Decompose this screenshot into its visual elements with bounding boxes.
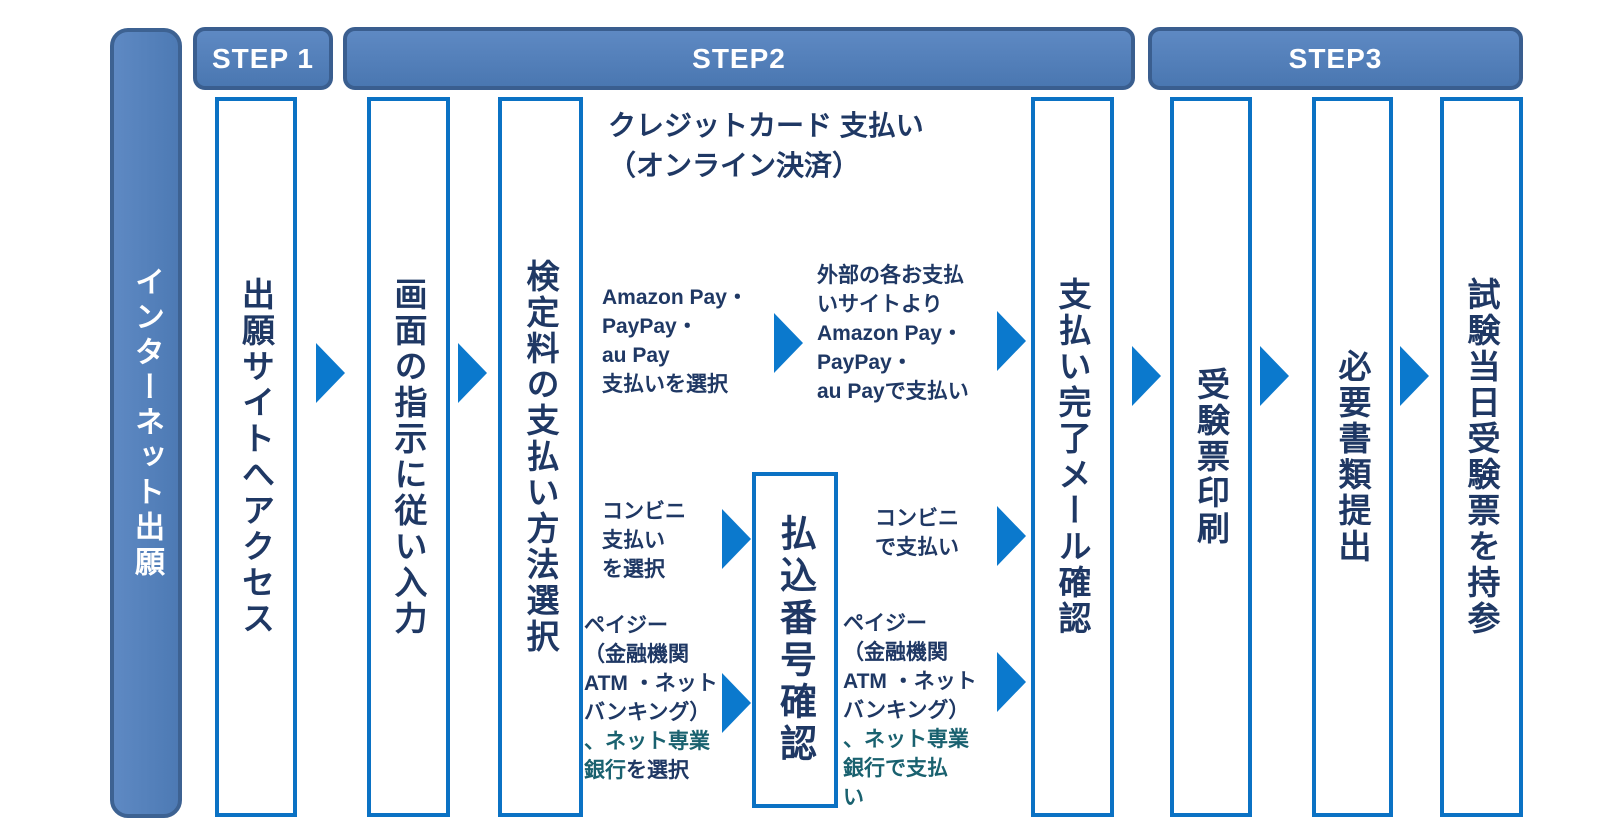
step3-label: STEP3 [1288,42,1383,74]
note-convenience-pay: コンビニ で支払い [875,504,959,562]
arrow-right-icon [722,509,751,569]
credit-card-payment-title-line1: クレジットカード 支払い [608,110,924,141]
sidebar-label: インターネット出願 [130,265,163,581]
note-line: ペイジー [584,614,668,637]
note-line: 支払い [602,529,665,552]
note-line: 銀行を選択 [584,756,718,785]
note-line: で支払い [875,536,959,559]
note-line: au Pay [602,344,670,367]
box-follow-screen-input-label: 画面の指示に従い入力 [390,277,427,637]
note-line: （金融機関 [843,641,948,664]
box-access-application-site-label: 出願サイトへアクセス [237,277,275,637]
note-line: バンキング） [843,699,970,722]
box-confirm-payment-number: 払込番号確認 [752,472,838,808]
box-submit-documents: 必要書類提出 [1312,97,1393,817]
note-line-segment: を選択 [626,759,689,782]
arrow-right-icon [997,311,1026,371]
box-confirm-payment-number-label: 払込番号確認 [774,514,816,766]
step2-header: STEP2 [343,27,1135,90]
note-line: （金融機関 [584,643,689,666]
note-line: コンビニ [602,500,686,523]
note-line: バンキング） [584,701,711,724]
note-line: を選択 [602,558,665,581]
arrow-right-icon [997,652,1026,712]
note-line: 、ネット専業 [584,730,710,753]
note-line: PayPay・ [602,315,698,338]
note-line: 、ネット専業 [843,728,969,751]
note-line: ATM ・ネット [843,670,977,693]
note-line: コンビニ [875,507,959,530]
box-bring-ticket-exam-day-label: 試験当日受験票を持参 [1463,277,1500,637]
step1-header: STEP 1 [193,27,333,90]
arrow-right-icon [1260,346,1289,406]
credit-card-payment-title: クレジットカード 支払い （オンライン決済） [608,106,924,186]
note-convenience-select: コンビニ 支払い を選択 [602,497,686,584]
box-submit-documents-label: 必要書類提出 [1334,349,1371,565]
note-amazon-pay-select: Amazon Pay・ PayPay・ au Pay 支払いを選択 [602,283,748,399]
arrow-right-icon [316,343,345,403]
step2-label: STEP2 [692,42,786,74]
box-payment-complete-mail: 支払い完了メール確認 [1031,97,1114,817]
note-line: PayPay・ [817,351,913,374]
box-follow-screen-input: 画面の指示に従い入力 [367,97,450,817]
arrow-right-icon [1132,346,1161,406]
note-line: い [843,786,864,809]
arrow-right-icon [458,343,487,403]
box-select-payment-method: 検定料の支払い方法選択 [498,97,583,817]
note-line: 銀行で支払 [843,757,948,780]
note-line: ペイジー [843,612,927,635]
credit-card-payment-title-line2: （オンライン決済） [608,150,861,181]
note-external-site-pay: 外部の各お支払 いサイトより Amazon Pay・ PayPay・ au Pa… [817,261,969,406]
note-line: au Payで支払い [817,380,969,403]
box-print-exam-ticket: 受験票印刷 [1170,97,1252,817]
note-line: 支払いを選択 [602,373,728,396]
step1-label: STEP 1 [212,42,314,74]
box-payment-complete-mail-label: 支払い完了メール確認 [1054,277,1091,637]
arrow-right-icon [722,673,751,733]
note-payeasy-pay: ペイジー （金融機関 ATM ・ネット バンキング） 、ネット専業 銀行で支払 … [843,609,977,812]
note-line-segment: 銀行 [584,759,626,782]
box-access-application-site: 出願サイトへアクセス [215,97,297,817]
box-select-payment-method-label: 検定料の支払い方法選択 [522,259,559,655]
arrow-right-icon [997,506,1026,566]
note-payeasy-select: ペイジー （金融機関 ATM ・ネット バンキング） 、ネット専業 銀行を選択 [584,611,718,785]
step3-header: STEP3 [1148,27,1523,90]
note-line: Amazon Pay・ [817,322,963,345]
box-bring-ticket-exam-day: 試験当日受験票を持参 [1440,97,1523,817]
box-print-exam-ticket-label: 受験票印刷 [1192,367,1230,547]
internet-application-sidebar: インターネット出願 [110,28,182,818]
note-line: Amazon Pay・ [602,286,748,309]
arrow-right-icon [774,313,803,373]
arrow-right-icon [1400,346,1429,406]
note-line: ATM ・ネット [584,672,718,695]
note-line: 外部の各お支払 [817,264,964,287]
note-line: いサイトより [817,293,943,316]
